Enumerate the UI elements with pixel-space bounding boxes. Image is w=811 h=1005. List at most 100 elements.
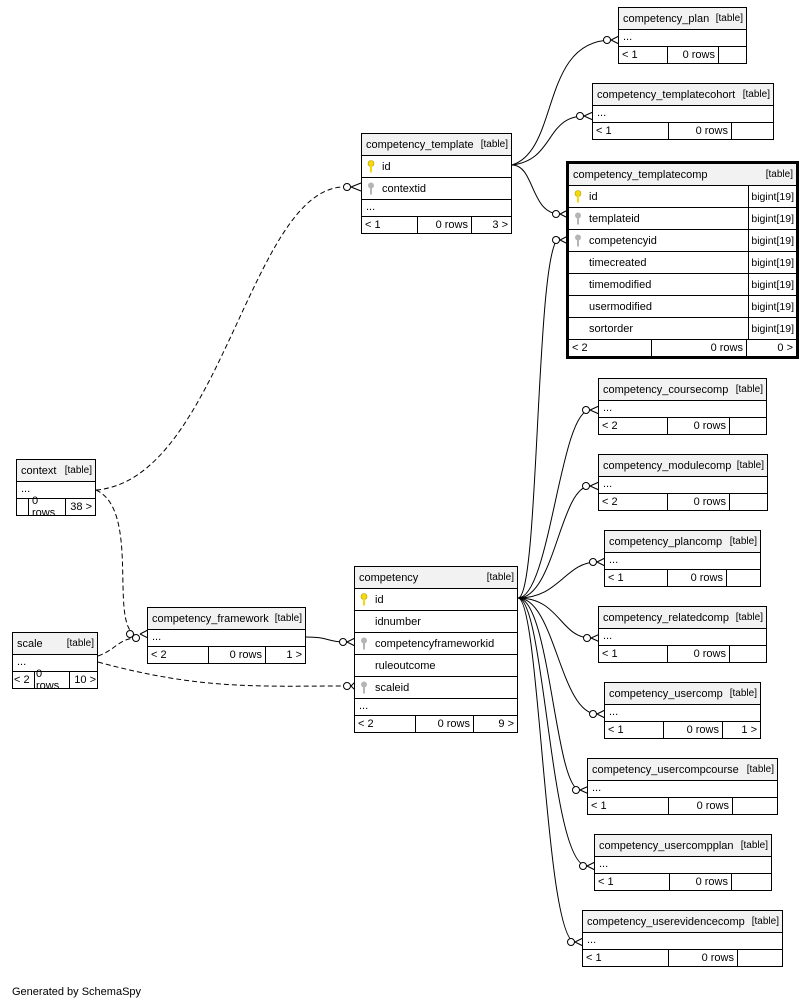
row-count: 0 rows: [668, 123, 731, 139]
table-competency-usercomp[interactable]: competency_usercomp [table] ... < 1 0 ro…: [604, 682, 761, 739]
table-competency-plan[interactable]: competency_plan [table] ... < 1 0 rows: [618, 7, 747, 64]
more-columns: ...: [583, 933, 782, 950]
primary-key-icon: [360, 593, 368, 606]
table-competency-templatecohort[interactable]: competency_templatecohort [table] ... < …: [592, 83, 774, 140]
table-competency[interactable]: competency [table] id idnumber competenc…: [354, 566, 518, 733]
more-columns: ...: [599, 629, 766, 646]
column-name: id: [375, 593, 384, 606]
column-type: bigint[19]: [748, 230, 796, 251]
row-count: 0 rows: [667, 494, 729, 510]
column-row-scaleid[interactable]: scaleid: [355, 677, 517, 699]
table-competency-usercompplan[interactable]: competency_usercompplan [table] ... < 1 …: [594, 834, 772, 891]
column-type: bigint[19]: [748, 252, 796, 273]
column-name: competencyid: [589, 234, 657, 247]
table-name: competency_framework: [152, 612, 269, 625]
table-name: competency_plancomp: [609, 535, 723, 548]
more-columns: ...: [605, 705, 760, 722]
table-competency-modulecomp[interactable]: competency_modulecomp [table] ... < 2 0 …: [598, 454, 768, 511]
table-scale[interactable]: scale [table] ... < 2 0 rows 10 >: [12, 632, 98, 692]
table-header: competency_templatecomp [table]: [569, 164, 796, 186]
row-count: 0 rows: [415, 716, 473, 732]
table-footer: < 2 0 rows: [599, 494, 767, 510]
column-row-timecreated[interactable]: timecreated bigint[19]: [569, 252, 796, 274]
column-type: bigint[19]: [748, 296, 796, 317]
edge-competency-usercomp: [517, 597, 598, 715]
table-footer: < 1 0 rows: [593, 123, 773, 139]
column-row-timemodified[interactable]: timemodified bigint[19]: [569, 274, 796, 296]
table-header: competency_framework [table]: [148, 608, 305, 630]
row-count: 0 rows: [208, 647, 265, 663]
column-row-competencyid[interactable]: competencyid bigint[19]: [569, 230, 796, 252]
edge-competency-relatedcomp: [517, 597, 592, 639]
table-context[interactable]: context [table] ... 0 rows 38 >: [16, 459, 96, 519]
column-type: bigint[19]: [748, 208, 796, 229]
parent-count: < 2: [14, 674, 30, 686]
table-name: competency: [359, 571, 419, 584]
column-name: templateid: [589, 212, 640, 225]
column-name: ruleoutcome: [375, 659, 436, 672]
table-type-tag: [table]: [735, 612, 763, 623]
table-type-tag: [table]: [274, 613, 302, 624]
parent-count: < 1: [622, 49, 638, 61]
table-competency-coursecomp[interactable]: competency_coursecomp [table] ... < 2 0 …: [598, 378, 767, 435]
table-type-tag: [table]: [66, 638, 94, 649]
column-row-templateid[interactable]: templateid bigint[19]: [569, 208, 796, 230]
table-footer: < 1 0 rows: [605, 570, 760, 586]
more-columns: ...: [605, 553, 760, 570]
column-row-sortorder[interactable]: sortorder bigint[19]: [569, 318, 796, 340]
row-count: 0 rows: [34, 668, 69, 692]
column-name: contextid: [382, 182, 427, 195]
column-row-contextid[interactable]: contextid: [362, 178, 511, 200]
column-row-usermodified[interactable]: usermodified bigint[19]: [569, 296, 796, 318]
table-type-tag: [table]: [740, 840, 768, 851]
table-competency-usercompcourse[interactable]: competency_usercompcourse [table] ... < …: [587, 758, 778, 815]
table-header: competency_modulecomp [table]: [599, 455, 767, 477]
column-row-idnumber[interactable]: idnumber: [355, 611, 517, 633]
child-count: 1 >: [265, 647, 305, 663]
table-name: scale: [17, 637, 43, 650]
table-competency-userevidencecomp[interactable]: competency_userevidencecomp [table] ... …: [582, 910, 783, 967]
foreign-key-icon: [361, 681, 367, 694]
table-header: competency_usercompplan [table]: [595, 835, 771, 857]
table-header: competency [table]: [355, 567, 517, 589]
table-name: competency_templatecomp: [573, 168, 708, 181]
foreign-key-icon: [575, 212, 581, 225]
table-name: context: [21, 464, 57, 477]
row-count: 0 rows: [651, 340, 746, 356]
more-columns: ...: [619, 30, 746, 47]
row-count: 0 rows: [667, 646, 729, 662]
table-type-tag: [table]: [64, 465, 92, 476]
column-name: timemodified: [589, 278, 652, 291]
column-type: bigint[19]: [748, 274, 796, 295]
table-name: competency_usercompplan: [599, 839, 734, 852]
column-row-id[interactable]: id: [362, 156, 511, 178]
table-type-tag: [table]: [746, 764, 774, 775]
table-type-tag: [table]: [736, 460, 764, 471]
child-count: 1 >: [722, 722, 760, 738]
parent-count: < 1: [365, 219, 381, 231]
table-competency-relatedcomp[interactable]: competency_relatedcomp [table] ... < 1 0…: [598, 606, 767, 663]
table-type-tag: [table]: [729, 536, 757, 547]
table-competency-framework[interactable]: competency_framework [table] ... < 2 0 r…: [147, 607, 306, 664]
table-competency-template[interactable]: competency_template [table] id contextid…: [361, 133, 512, 234]
column-row-competencyframeworkid[interactable]: competencyframeworkid: [355, 633, 517, 655]
column-row-ruleoutcome[interactable]: ruleoutcome: [355, 655, 517, 677]
table-type-tag: [table]: [480, 139, 508, 150]
child-count: 10 >: [69, 672, 97, 688]
edge-scale-competency: [97, 661, 344, 687]
table-type-tag: [table]: [742, 89, 770, 100]
generated-by-credit: Generated by SchemaSpy: [12, 986, 142, 998]
table-footer: < 2 0 rows 10 >: [13, 668, 97, 692]
column-name: usermodified: [589, 300, 652, 313]
column-row-id[interactable]: id bigint[19]: [569, 186, 796, 208]
column-name: competencyframeworkid: [375, 637, 495, 650]
column-row-id[interactable]: id: [355, 589, 517, 611]
row-count: 0 rows: [28, 495, 65, 519]
parent-count: < 2: [151, 649, 167, 661]
table-name: competency_templatecohort: [597, 88, 736, 101]
table-competency-plancomp[interactable]: competency_plancomp [table] ... < 1 0 ro…: [604, 530, 761, 587]
table-type-tag: [table]: [765, 169, 793, 180]
table-footer: < 1 0 rows 3 >: [362, 217, 511, 233]
row-count: 0 rows: [663, 722, 722, 738]
table-competency-templatecomp[interactable]: competency_templatecomp [table] id bigin…: [566, 161, 799, 359]
